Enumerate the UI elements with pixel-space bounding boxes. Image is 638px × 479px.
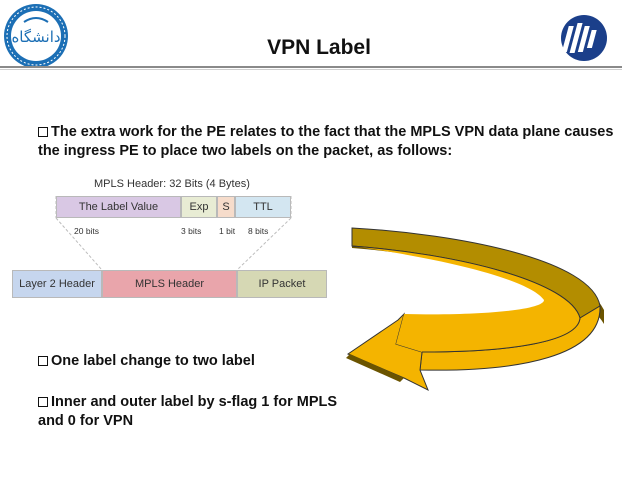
bullet-paragraph-3: Inner and outer label by s-flag 1 for MP…	[38, 393, 338, 431]
field-exp: Exp	[181, 196, 217, 218]
university-logo: دانشگاه	[2, 2, 70, 70]
checkbox-bullet-icon	[38, 127, 48, 137]
field-s: S	[217, 196, 235, 218]
curved-arrow-icon	[346, 227, 604, 392]
mpls-header-diagram: MPLS Header: 32 Bits (4 Bytes) The Label…	[10, 172, 332, 304]
bits-exp: 3 bits	[181, 226, 202, 236]
title-divider-shadow	[0, 69, 622, 70]
institute-emblem-icon	[561, 15, 607, 61]
diagram-header-label: MPLS Header: 32 Bits (4 Bytes)	[94, 178, 250, 190]
expansion-lines	[55, 196, 292, 271]
bullet-text-3: Inner and outer label by s-flag 1 for MP…	[38, 394, 338, 429]
field-label-value: The Label Value	[56, 196, 181, 218]
bullet-text-2: One label change to two label	[51, 353, 255, 369]
bullet-paragraph-1: The extra work for the PE relates to the…	[38, 123, 628, 161]
logo-text: دانشگاه	[11, 28, 60, 46]
bullet-paragraph-2: One label change to two label	[38, 352, 338, 371]
field-ttl: TTL	[235, 196, 291, 218]
slide-title: VPN Label	[267, 36, 371, 59]
institute-logo	[560, 14, 608, 62]
bits-ttl: 8 bits	[248, 226, 269, 236]
packet-ip-packet: IP Packet	[237, 270, 327, 298]
bits-s: 1 bit	[219, 226, 236, 236]
bullet-text-1: The extra work for the PE relates to the…	[38, 124, 614, 159]
title-divider	[0, 66, 622, 68]
bits-label-value: 20 bits	[74, 226, 100, 236]
checkbox-bullet-icon	[38, 397, 48, 407]
checkbox-bullet-icon	[38, 356, 48, 366]
university-seal-icon: دانشگاه	[4, 4, 68, 68]
packet-layer2-header: Layer 2 Header	[12, 270, 102, 298]
packet-mpls-header: MPLS Header	[102, 270, 237, 298]
